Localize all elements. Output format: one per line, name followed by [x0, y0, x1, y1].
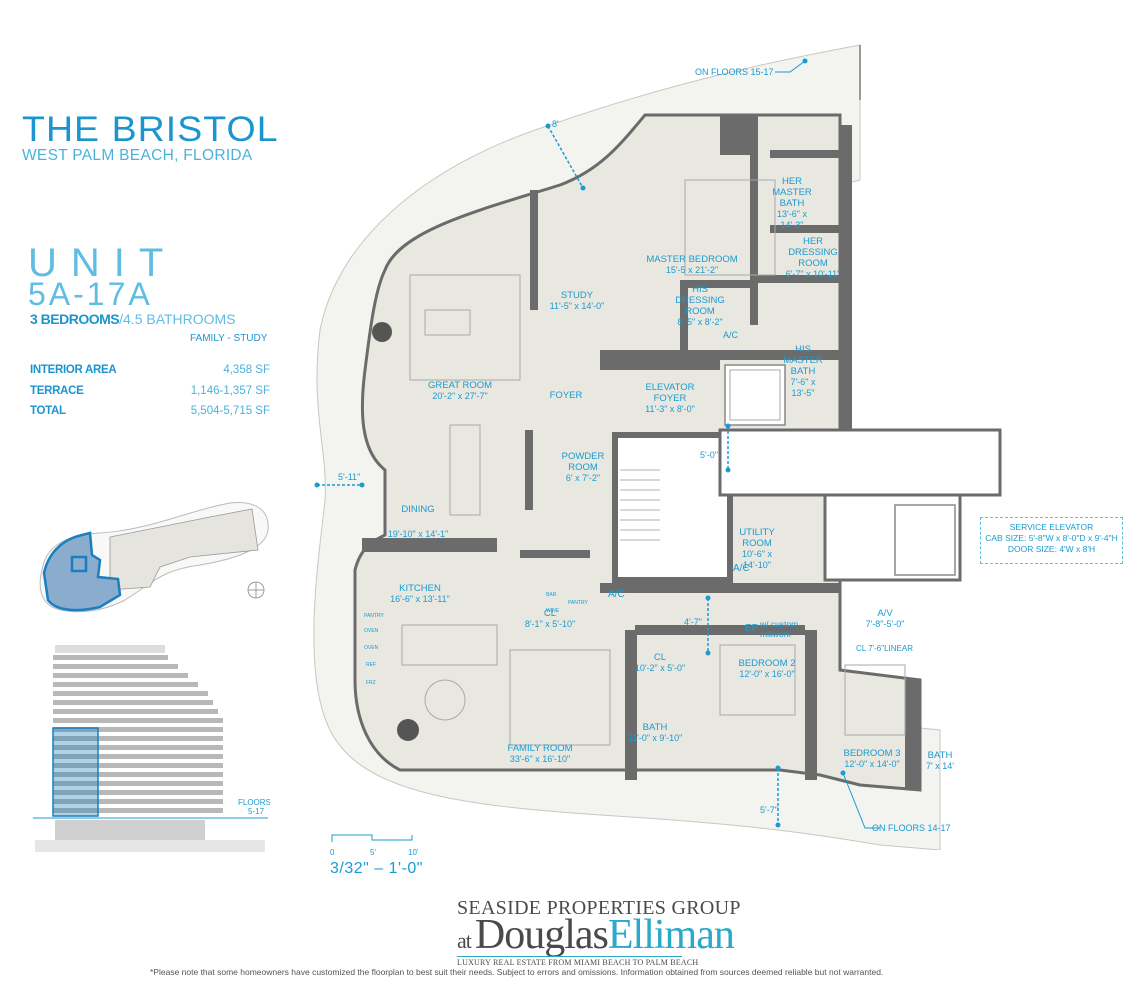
ep-label: EP	[745, 623, 759, 634]
dim-5-0: 5'-0"	[700, 450, 718, 460]
ref-label: REF	[366, 662, 376, 668]
building-location: WEST PALM BEACH, FLORIDA	[22, 147, 253, 164]
unit-number: 5A-17A	[28, 276, 153, 312]
oven-label-2: OVEN	[364, 645, 379, 651]
stat-label: TOTAL	[30, 405, 66, 417]
key-plan	[39, 501, 269, 613]
stat-terrace: TERRACE 1,146-1,357 SF	[30, 385, 270, 397]
stat-value: 4,358 SF	[223, 364, 270, 376]
bathroom-count: /4.5 BATHROOMS	[119, 311, 236, 327]
unit-highlight	[52, 727, 99, 817]
bar-label: BAR	[546, 592, 557, 598]
scale-bar	[331, 834, 413, 842]
pantry-label: PANTRY	[568, 600, 588, 606]
building-elevation: FLOORS 5-17	[33, 645, 270, 852]
dim-4-7: 4'-7"	[684, 617, 702, 627]
frz-label: FRZ	[366, 680, 376, 686]
brand-tagline: LUXURY REAL ESTATE FROM MIAMI BEACH TO P…	[457, 958, 699, 967]
dim-8ft: 8'	[552, 119, 559, 129]
stat-label: TERRACE	[30, 385, 84, 397]
brand-divider	[457, 956, 682, 957]
ac-label-2: A/C	[733, 563, 750, 574]
dim-5-7: 5'-7"	[760, 805, 778, 815]
pantry-label-kitchen: PANTRY	[364, 613, 384, 619]
service-elevator-note: SERVICE ELEVATOR CAB SIZE: 5'-8"W x 8'-0…	[980, 517, 1123, 564]
service-elevator-title: SERVICE ELEVATOR	[1009, 522, 1094, 532]
note-floors-14-17: ON FLOORS 14-17	[872, 823, 951, 833]
floors-value: 5-17	[248, 807, 265, 816]
bedroom-count: 3 BEDROOMS	[30, 311, 120, 327]
stat-value: 1,146-1,357 SF	[190, 385, 270, 397]
stat-value: 5,504-5,715 SF	[190, 405, 270, 417]
dim-5-11: 5'-11"	[338, 472, 361, 482]
brand-logo: atDouglasElliman	[457, 912, 735, 958]
scale-ratio: 3/32" – 1'-0"	[330, 860, 423, 877]
floors-label: FLOORS	[238, 798, 270, 807]
stat-interior: INTERIOR AREA 4,358 SF	[30, 364, 270, 376]
oven-label: OVEN	[364, 628, 379, 634]
room-foyer: FOYER	[549, 390, 583, 401]
disclaimer: *Please note that some homeowners have c…	[150, 967, 884, 977]
wine-label: WINE	[546, 608, 560, 614]
unit-heading: UNIT	[28, 241, 178, 285]
building-title: THE BRISTOL	[22, 110, 279, 149]
note-floors-15-17: ON FLOORS 15-17	[695, 67, 774, 77]
closet-linear: CL 7'-6"LINEAR	[856, 644, 913, 653]
ac-label-3: A/C	[723, 330, 739, 340]
brand-line-1: SEASIDE PROPERTIES GROUP	[457, 897, 741, 919]
ac-label: A/C	[608, 589, 625, 600]
service-elevator-cab: CAB SIZE: 5'-8"W x 8'-0"D x 9'-4"H	[985, 533, 1118, 543]
stat-label: INTERIOR AREA	[30, 364, 117, 376]
bed-bath-summary: 3 BEDROOMS/4.5 BATHROOMS	[30, 311, 236, 327]
ep-note: w/ custom millwork	[760, 619, 799, 639]
stat-total: TOTAL 5,504-5,715 SF	[30, 405, 270, 417]
service-elevator-door: DOOR SIZE: 4'W x 8'H	[1007, 544, 1096, 554]
unit-extras: FAMILY - STUDY	[190, 333, 268, 344]
floor-plan-drawing	[313, 44, 1002, 850]
